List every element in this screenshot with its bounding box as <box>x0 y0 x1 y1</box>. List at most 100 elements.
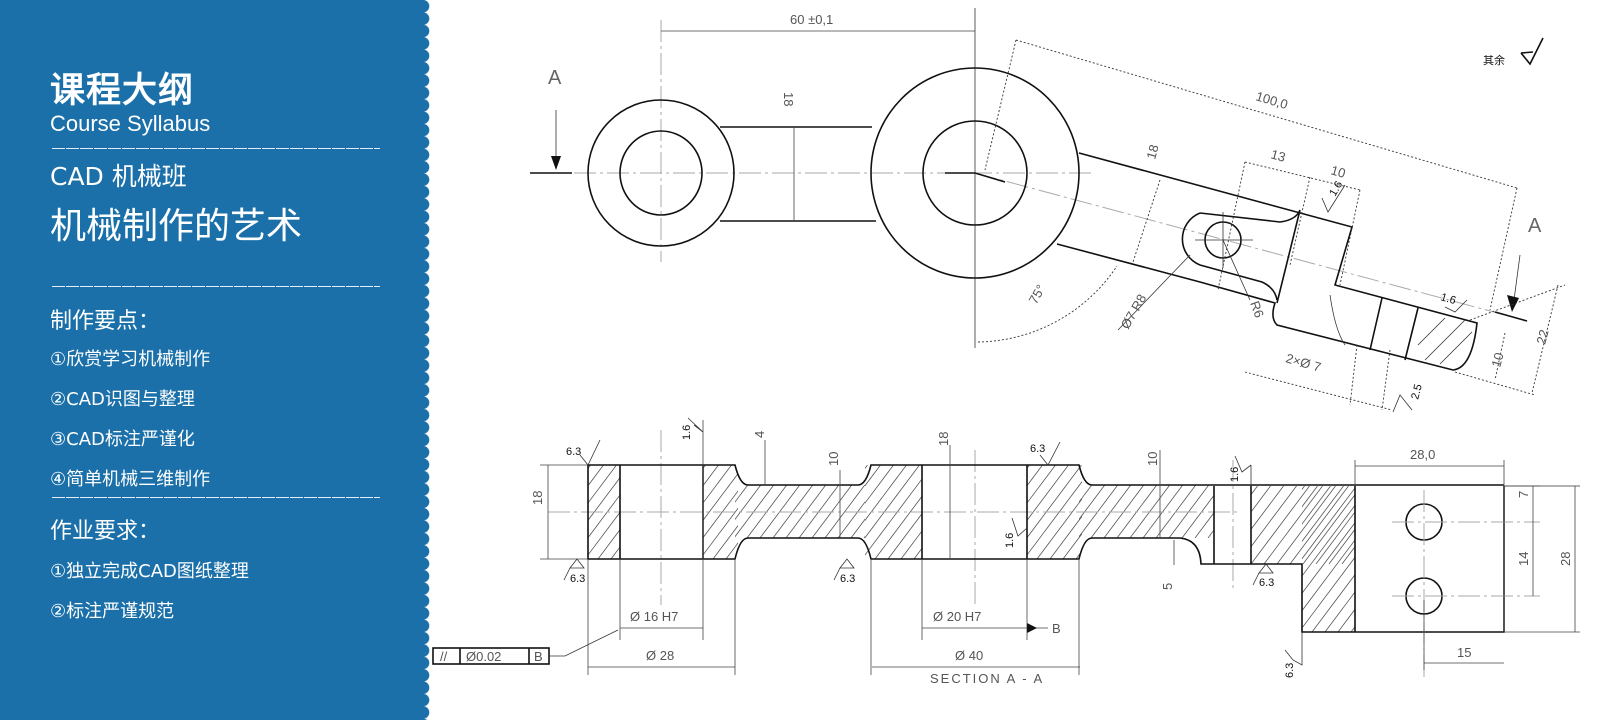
syllabus-subtitle: Course Syllabus <box>50 111 211 136</box>
dim-7: 7 <box>1516 491 1531 498</box>
roughness-label: 6.3 <box>570 573 585 585</box>
dim-line <box>1217 161 1361 291</box>
roughness-label: 6.3 <box>566 446 581 458</box>
roughness-icon <box>833 558 855 581</box>
hatch-line <box>703 507 738 556</box>
dim-16: Ø 16 H7 <box>630 609 678 624</box>
link-edges <box>720 126 876 222</box>
dim-line <box>984 39 1518 311</box>
leader-line <box>1222 239 1251 301</box>
roughness-label: 6.3 <box>840 573 855 585</box>
dim-10: 10 <box>826 452 841 466</box>
arrow-head-icon <box>1507 295 1519 312</box>
hatch-line <box>1263 486 1323 564</box>
hatch-line <box>1027 465 1056 504</box>
top-view: A A 60 ±0,1 18 100,0 18 13 10 75° Ø7 R8 … <box>530 8 1566 413</box>
hatch-region <box>1027 465 1082 559</box>
roughness-icon <box>1011 517 1028 537</box>
frame-dividers <box>459 648 530 664</box>
hatch-line <box>1407 486 1466 564</box>
hatch-line <box>865 465 881 487</box>
hatch-line <box>1394 486 1453 564</box>
section-top-outline <box>588 464 1504 486</box>
section-title: SECTION A - A <box>930 671 1044 686</box>
homework-item: ②标注严谨规范 <box>50 601 175 622</box>
tolerance-frame: // Ø0.02 B <box>432 629 619 665</box>
dim-line <box>1454 284 1566 396</box>
hatch-line <box>1049 515 1082 559</box>
hatch-line <box>1350 626 1355 632</box>
small-boss-outer <box>587 99 735 247</box>
hatch-line <box>712 525 738 559</box>
other-surfaces-label: 其余 <box>1483 53 1505 67</box>
slot-outline <box>1181 209 1301 304</box>
tolerance-value: Ø0.02 <box>466 649 501 664</box>
hatch-line <box>1416 486 1526 632</box>
roughness-icon <box>1234 455 1252 486</box>
roughness-check-icon <box>1520 37 1544 66</box>
hatch-line <box>588 465 604 487</box>
hatch-line <box>1302 556 1355 629</box>
roughness-label: 6.3 <box>1284 663 1296 678</box>
roughness-icon <box>563 558 585 581</box>
section-marker-label: A <box>548 67 562 89</box>
hatch-line <box>1302 487 1355 560</box>
class-name: CAD 机械班 <box>50 162 187 191</box>
hatch-line <box>1251 486 1297 548</box>
dim-line <box>1494 332 1506 381</box>
hatch-line <box>1079 485 1093 503</box>
hatch-line <box>1390 486 1500 632</box>
hatch-line <box>1368 486 1427 564</box>
hatch-line <box>1302 504 1355 577</box>
roughness-icon <box>1392 394 1413 413</box>
hatch-line <box>1027 465 1043 487</box>
hatch-line <box>703 465 719 487</box>
hatch-line <box>1341 546 1355 564</box>
hatch-line <box>1276 486 1336 564</box>
hatch-line <box>1260 485 1300 538</box>
dim-18-left: 18 <box>530 491 545 505</box>
roughness-icon <box>1321 184 1346 213</box>
arm-slot-lines <box>1369 297 1419 361</box>
roughness-label: 1.6 <box>1327 179 1345 198</box>
hatch-line <box>1302 486 1318 508</box>
hatch-line <box>1062 533 1082 559</box>
hatch-region <box>1251 486 1466 564</box>
hatch-line <box>1377 486 1487 632</box>
hatch-line <box>1251 486 1284 530</box>
dim-28-0: 28,0 <box>1410 447 1435 462</box>
datum-triangle-icon <box>1027 623 1037 633</box>
dim-15: 15 <box>1457 645 1471 660</box>
angle-75: 75° <box>1026 282 1049 307</box>
hatch-line <box>1251 486 1258 496</box>
cut-plane-mark <box>1494 311 1528 322</box>
roughness-label: 2.5 <box>1409 383 1425 401</box>
roughness-label: 1.6 <box>681 425 693 440</box>
hatch-line <box>1289 486 1349 564</box>
key-point-item: ④简单机械三维制作 <box>50 469 211 490</box>
holes-2x7: 2×Ø 7 <box>1284 350 1323 374</box>
hatch-line <box>1302 486 1344 542</box>
arm-outline <box>1056 152 1478 371</box>
hatch-line <box>1247 485 1287 538</box>
arrow-head-icon <box>551 156 561 170</box>
divider <box>52 148 380 149</box>
dim-10-side: 10 <box>1488 351 1506 369</box>
roughness-label: 1.6 <box>1439 291 1457 307</box>
leader-line <box>1117 254 1191 331</box>
dim-line <box>870 559 1080 675</box>
hatching <box>588 465 1565 632</box>
hatch-line <box>1455 486 1565 632</box>
hatch-line <box>850 518 865 538</box>
section-arrow <box>1513 254 1521 301</box>
hatch-line <box>588 511 620 556</box>
hatch-line <box>703 473 738 521</box>
dim-10: 10 <box>1329 162 1347 180</box>
hatch-line <box>1328 528 1355 564</box>
small-boss-hole <box>619 130 703 216</box>
datum-b: B <box>1052 621 1061 636</box>
hatch-line <box>1302 522 1355 594</box>
hatch-line <box>1315 511 1355 564</box>
hatch-line <box>1156 486 1266 632</box>
section-line <box>945 172 1006 183</box>
